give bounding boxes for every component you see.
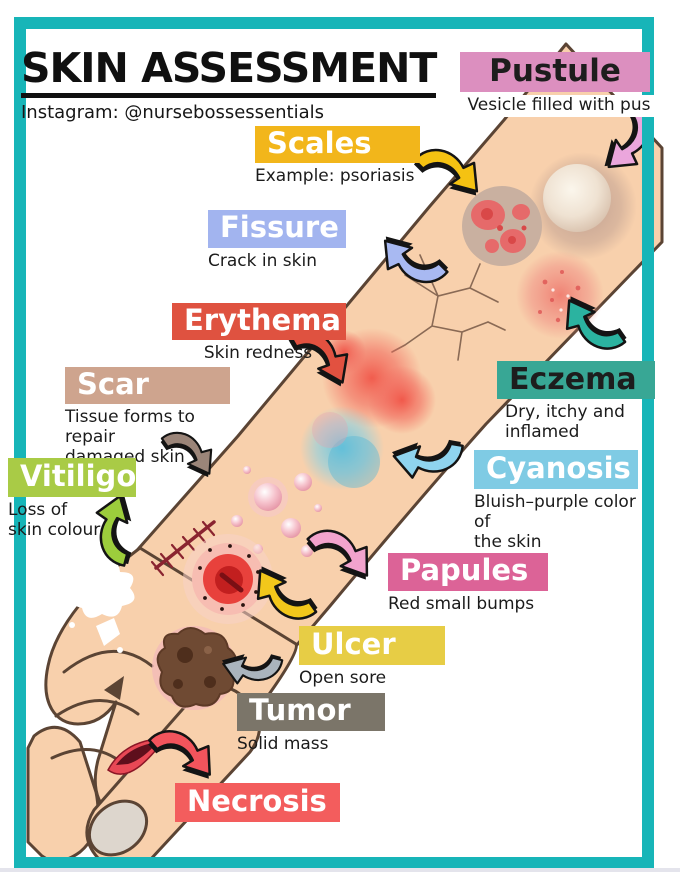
label-eczema-title: Eczema	[497, 361, 655, 399]
label-papules-description: Red small bumps	[388, 594, 535, 614]
label-scales-title: Scales	[255, 126, 420, 163]
label-vitiligo: Vitiligo Loss of skin colour	[8, 458, 136, 540]
papules-lesion	[231, 466, 322, 557]
instagram-handle: Instagram: @nursebossessentials	[21, 102, 325, 123]
erythema-lesion	[322, 328, 436, 434]
label-vitiligo-description: Loss of skin colour	[8, 500, 101, 541]
label-vitiligo-title: Vitiligo	[8, 458, 136, 497]
label-fissure-title: Fissure	[208, 210, 346, 248]
label-scales: Scales Example: psoriasis	[255, 126, 420, 186]
label-eczema: Eczema Dry, itchy and inflamed	[497, 361, 655, 442]
label-eczema-description: Dry, itchy and inflamed	[505, 402, 625, 443]
label-scar-title: Scar	[65, 367, 230, 404]
label-scar: Scar Tissue forms to repair damaged skin	[65, 367, 230, 467]
label-cyanosis-description: Bluish–purple color of the skin	[474, 492, 636, 553]
bottom-strip	[0, 868, 680, 872]
label-pustule-title: Pustule	[460, 52, 650, 92]
label-papules-title: Papules	[388, 553, 548, 591]
scales-lesion	[462, 186, 542, 266]
pustule-lesion	[529, 152, 637, 260]
label-tumor-title: Tumor	[237, 693, 385, 731]
label-necrosis: Necrosis	[175, 783, 340, 822]
label-ulcer-title: Ulcer	[299, 626, 445, 665]
label-tumor-description: Solid mass	[237, 734, 329, 754]
label-necrosis-title: Necrosis	[175, 783, 340, 822]
scar-lesion	[150, 520, 216, 577]
tumor-lesion	[152, 626, 238, 710]
ulcer-lesion	[183, 534, 273, 624]
label-cyanosis: Cyanosis Bluish–purple color of the skin	[474, 450, 638, 552]
label-cyanosis-title: Cyanosis	[474, 450, 638, 489]
label-fissure-description: Crack in skin	[208, 251, 317, 271]
page-title: SKIN ASSESSMENT	[21, 46, 437, 99]
label-papules: Papules Red small bumps	[388, 553, 548, 614]
label-fissure: Fissure Crack in skin	[208, 210, 346, 271]
label-erythema-title: Erythema	[172, 303, 346, 340]
cyanosis-lesion	[300, 406, 384, 490]
label-pustule-description: Vesicle filled with pus	[448, 95, 670, 118]
thumb-nail	[87, 799, 149, 857]
vitiligo-lesion	[60, 541, 135, 653]
label-ulcer-description: Open sore	[299, 668, 387, 688]
label-erythema: Erythema Skin redness	[172, 303, 346, 363]
label-scales-description: Example: psoriasis	[255, 166, 415, 186]
label-pustule: Pustule Vesicle filled with pus	[448, 52, 670, 118]
label-erythema-description: Skin redness	[203, 343, 313, 363]
label-ulcer: Ulcer Open sore	[299, 626, 445, 688]
label-tumor: Tumor Solid mass	[237, 693, 385, 754]
